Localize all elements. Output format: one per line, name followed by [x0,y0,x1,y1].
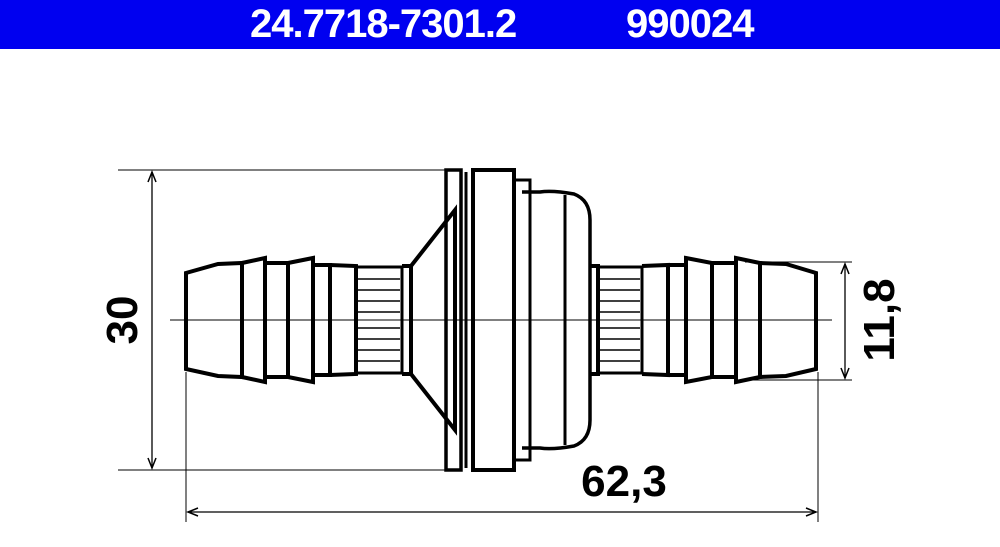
body-ring [471,168,516,472]
check-valve-part [184,168,818,472]
cone [409,204,457,436]
left-knurl [354,265,404,375]
diameter-dimension-label: 11,8 [855,278,904,361]
extension-lines [118,169,852,522]
right-knurl [596,265,644,375]
knurl-hatching [358,278,640,362]
length-dimension-label: 62,3 [581,457,667,506]
valve-dome [522,189,592,451]
part-number: 24.7718-7301.2 [250,2,517,46]
article-code: 990024 [626,2,754,46]
flange [444,168,463,472]
height-dimension-label: 30 [98,296,147,345]
title-bar: 24.7718-7301.2 990024 [0,0,1000,49]
right-hose-barb [759,261,818,379]
